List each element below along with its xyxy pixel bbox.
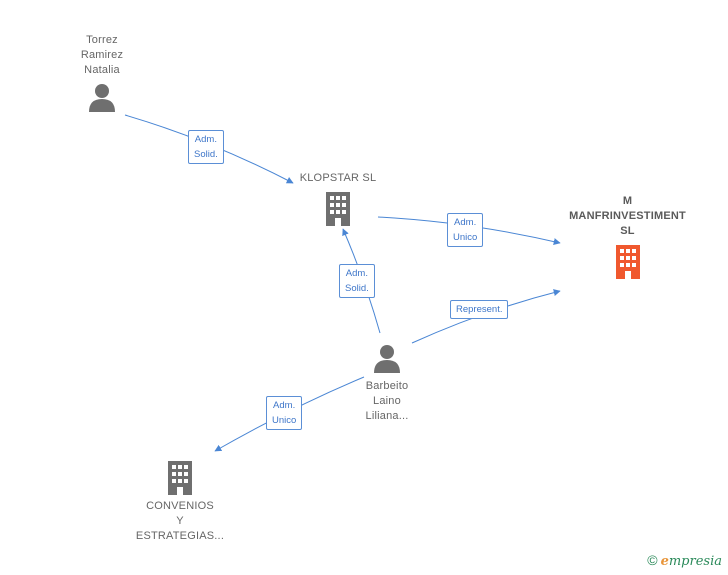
node-convenios[interactable]: CONVENIOS Y ESTRATEGIAS...	[124, 459, 236, 544]
person-icon	[374, 345, 400, 373]
node-manfrin[interactable]: M MANFRINVESTIMENT SL	[555, 194, 700, 279]
node-label: Torrez Ramirez Natalia	[80, 34, 124, 76]
node-label: KLOPSTAR SL	[299, 172, 377, 184]
edge-label-barbeito-klopstar[interactable]: Adm. Solid.	[339, 264, 375, 298]
node-label: M MANFRINVESTIMENT SL	[569, 195, 686, 237]
building-icon	[168, 461, 192, 495]
node-barbeito[interactable]: Barbeito Laino Liliana...	[345, 343, 429, 424]
edge-label-barbeito-manfrin[interactable]: Represent.	[450, 300, 509, 319]
brand-initial: e	[660, 554, 669, 569]
empresia-watermark: ©empresia	[647, 552, 722, 569]
edge-label-barbeito-convenios[interactable]: Adm. Unico	[266, 396, 303, 430]
node-label: CONVENIOS Y ESTRATEGIAS...	[135, 500, 225, 542]
building-icon	[326, 192, 350, 226]
node-label: Barbeito Laino Liliana...	[365, 380, 409, 422]
node-torrez[interactable]: Torrez Ramirez Natalia	[60, 33, 144, 114]
brand-name: mpresia	[668, 554, 722, 569]
edge-label-klopstar-manfrin[interactable]: Adm. Unico	[447, 213, 484, 247]
node-klopstar[interactable]: KLOPSTAR SL	[288, 171, 388, 226]
edge-label-torrez-klopstar[interactable]: Adm. Solid.	[188, 130, 224, 164]
building-icon	[615, 245, 640, 279]
copyright-symbol: ©	[647, 552, 658, 568]
person-icon	[89, 84, 115, 112]
